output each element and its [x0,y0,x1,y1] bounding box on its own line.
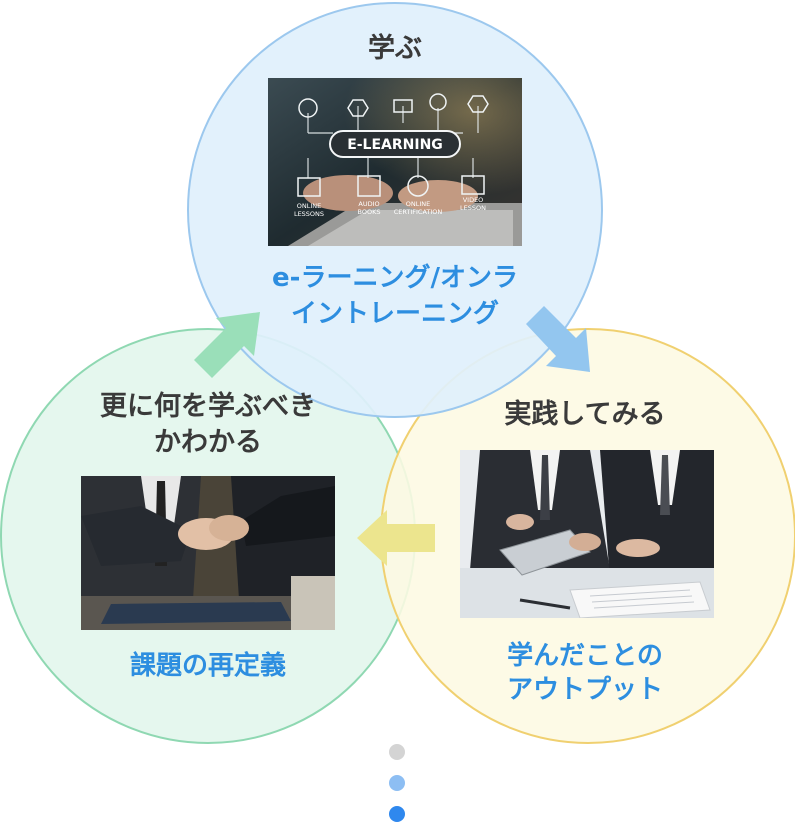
arrow-left-icon [357,510,435,566]
practice-caption-line1: 学んだことの [507,641,663,671]
photo-label-video-lesson-1: VIDEO [463,196,484,204]
elearning-banner-text: E-LEARNING [347,137,443,153]
redefine-caption: 課題の再定義 [129,651,286,681]
arrow-up-right-icon [194,312,260,378]
photo-label-online-lessons-1: ONLINE [297,202,322,210]
learn-title: 学ぶ [368,33,422,64]
photo-label-audio-books-2: BOOKS [358,208,381,216]
indicator-dot-3 [389,806,405,822]
photo-label-online-lessons-2: LESSONS [294,210,324,218]
photo-label-certification-2: CERTIFICATION [394,208,443,216]
indicator-dot-1 [389,744,405,760]
redefine-title-line2: かわかる [154,427,262,458]
handshake-photo [81,476,335,630]
learn-caption-line1: e-ラーニング/オンラ [272,263,518,293]
photo-label-audio-books-1: AUDIO [358,200,379,208]
photo-label-certification-1: ONLINE [406,200,431,208]
practice-title: 実践してみる [504,399,666,430]
arrow-down-right-icon [526,306,590,372]
learn-caption-line2: イントレーニング [290,299,499,329]
meeting-photo [460,450,714,618]
practice-caption-line2: アウトプット [506,675,663,705]
elearning-photo: E-LEARNING ONLINE LESSONS AUDIO BOOKS ON… [268,78,522,246]
photo-label-video-lesson-2: LESSON [460,204,486,212]
indicator-dot-2 [389,775,405,791]
redefine-title-line1: 更に何を学ぶべき [100,391,316,422]
